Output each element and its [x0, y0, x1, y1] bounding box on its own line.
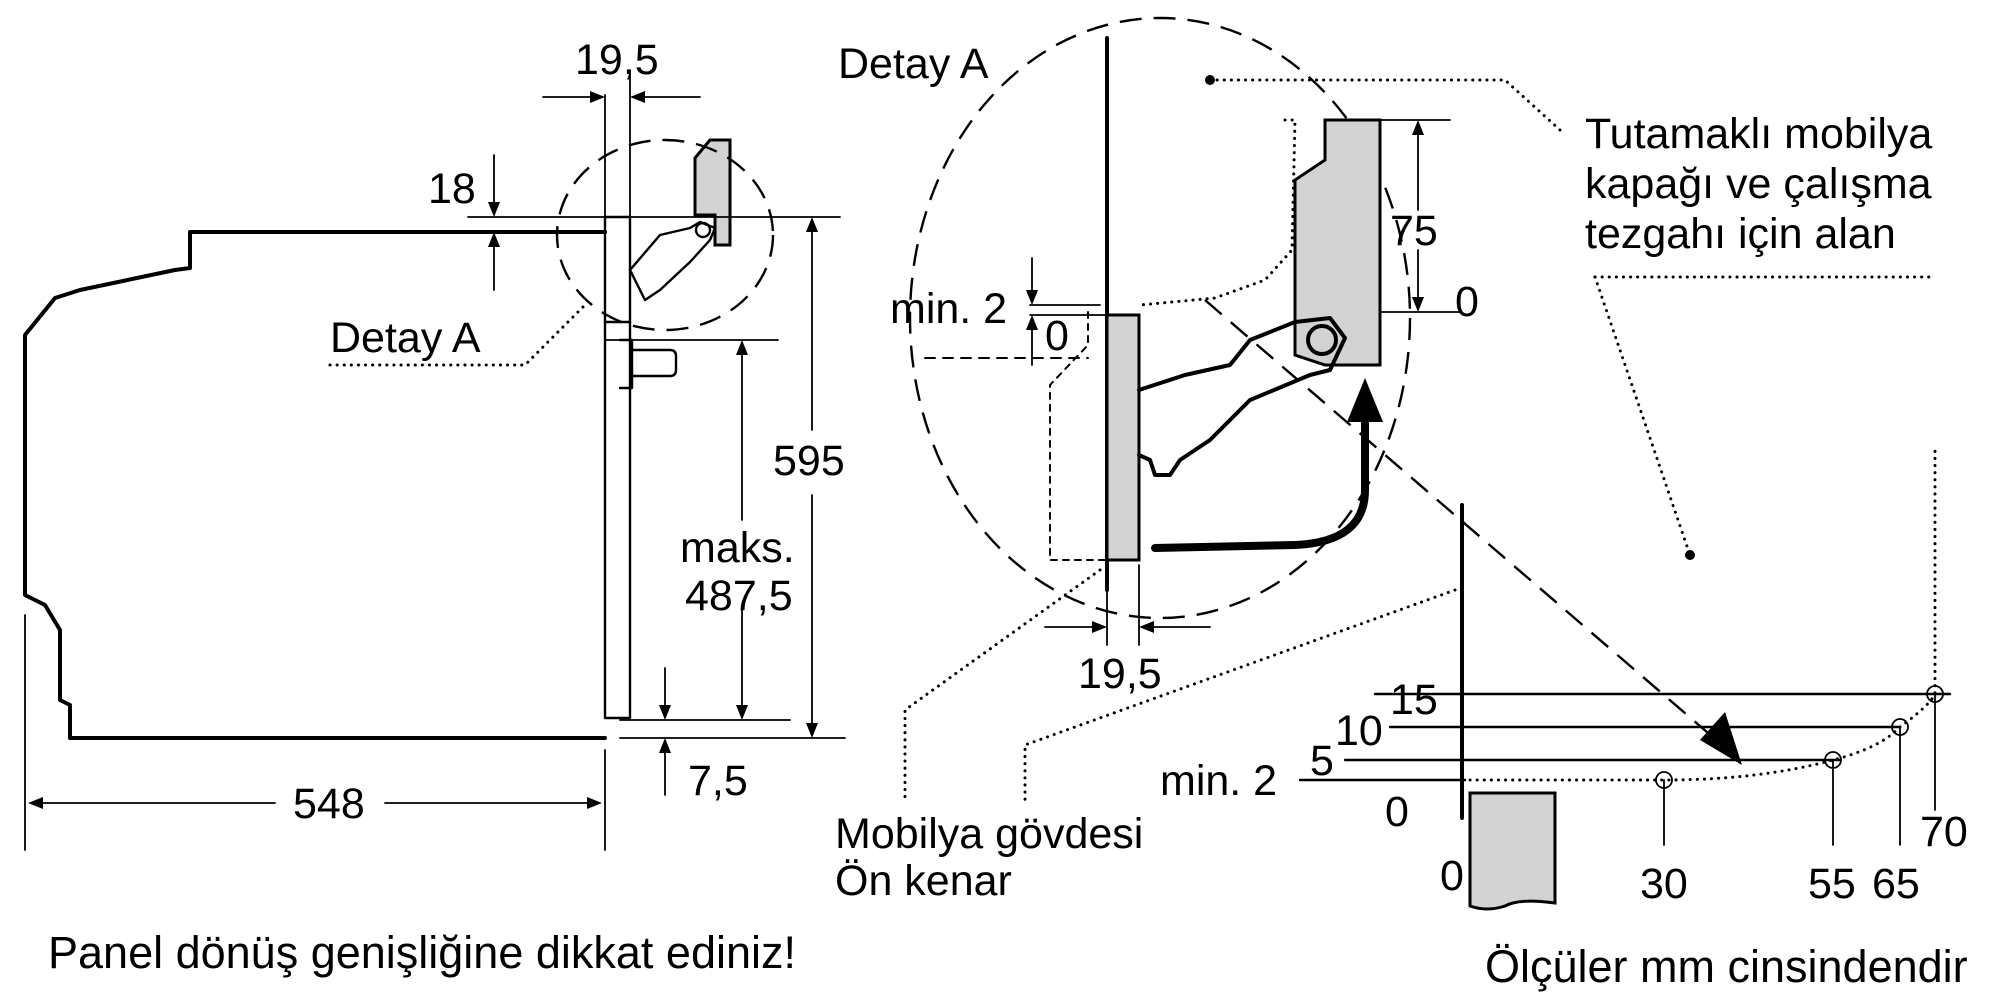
area-line-1: Tutamaklı mobilya: [1585, 110, 1932, 158]
dim-19-5-top: 19,5: [575, 36, 659, 84]
graph-y-0: 0: [1385, 788, 1409, 836]
dim-0-right: 0: [1455, 278, 1479, 326]
area-line-3: tezgahı için alan: [1585, 210, 1896, 258]
dim-487-5: 487,5: [685, 572, 793, 620]
graph-y-5: 5: [1310, 737, 1334, 785]
graph-labels: 15 10 5 min. 2 0 0 30 55 65 70: [1160, 676, 1968, 908]
detay-a-main: Detay A: [838, 40, 989, 88]
detail-labels: Detay A min. 2 0 75 0 19,5: [838, 40, 1479, 698]
clearance-graph: [1298, 448, 1952, 911]
oven-dimensions: [24, 74, 846, 851]
units-note: Ölçüler mm cinsindendir: [1485, 941, 1968, 992]
left-labels: 19,5 18 Detay A 595 maks. 487,5 7,5 548: [293, 36, 845, 828]
graph-x-30: 30: [1640, 860, 1688, 908]
carcass-line-2: Ön kenar: [835, 857, 1012, 905]
area-line-2: kapağı ve çalışma: [1585, 160, 1932, 208]
oven-front-panel: [603, 215, 632, 720]
door-panel: [1105, 313, 1141, 562]
graph-x-65: 65: [1872, 860, 1920, 908]
graph-x-55: 55: [1808, 860, 1856, 908]
handle-profile: [1293, 118, 1382, 367]
dim-min2-detail: min. 2: [890, 285, 1007, 333]
graph-y-15: 15: [1390, 676, 1438, 724]
detay-a-small: Detay A: [330, 314, 481, 362]
carcass-callout: Mobilya gövdesi Ön kenar: [835, 810, 1143, 905]
oven-knob: [628, 348, 678, 378]
graph-y-10: 10: [1335, 707, 1383, 755]
dim-595: 595: [773, 437, 845, 485]
dim-75: 75: [1390, 207, 1438, 255]
oven-body-outline: [23, 230, 607, 740]
leader-lines: [903, 75, 1932, 802]
area-callout: Tutamaklı mobilya kapağı ve çalışma tezg…: [1585, 110, 1932, 258]
graph-x-70: 70: [1920, 808, 1968, 856]
dim-18: 18: [428, 165, 476, 213]
detail-circle-large: [908, 16, 1412, 620]
carcass-line-1: Mobilya gövdesi: [835, 810, 1143, 858]
dim-0-detail: 0: [1045, 312, 1069, 360]
dim-548: 548: [293, 780, 365, 828]
oven-side-view: [23, 138, 775, 740]
dim-19-5-bottom: 19,5: [1078, 650, 1162, 698]
detail-circle-small: [555, 138, 775, 332]
panel-note: Panel dönüş genişliğine dikkat ediniz!: [48, 927, 796, 978]
dim-maks: maks.: [680, 524, 795, 572]
hinge-arm: [1137, 316, 1347, 477]
dim-7-5: 7,5: [688, 757, 748, 805]
graph-x-0: 0: [1440, 852, 1464, 900]
graph-y-min2: min. 2: [1160, 757, 1277, 805]
detail-a-view: [908, 16, 1742, 765]
